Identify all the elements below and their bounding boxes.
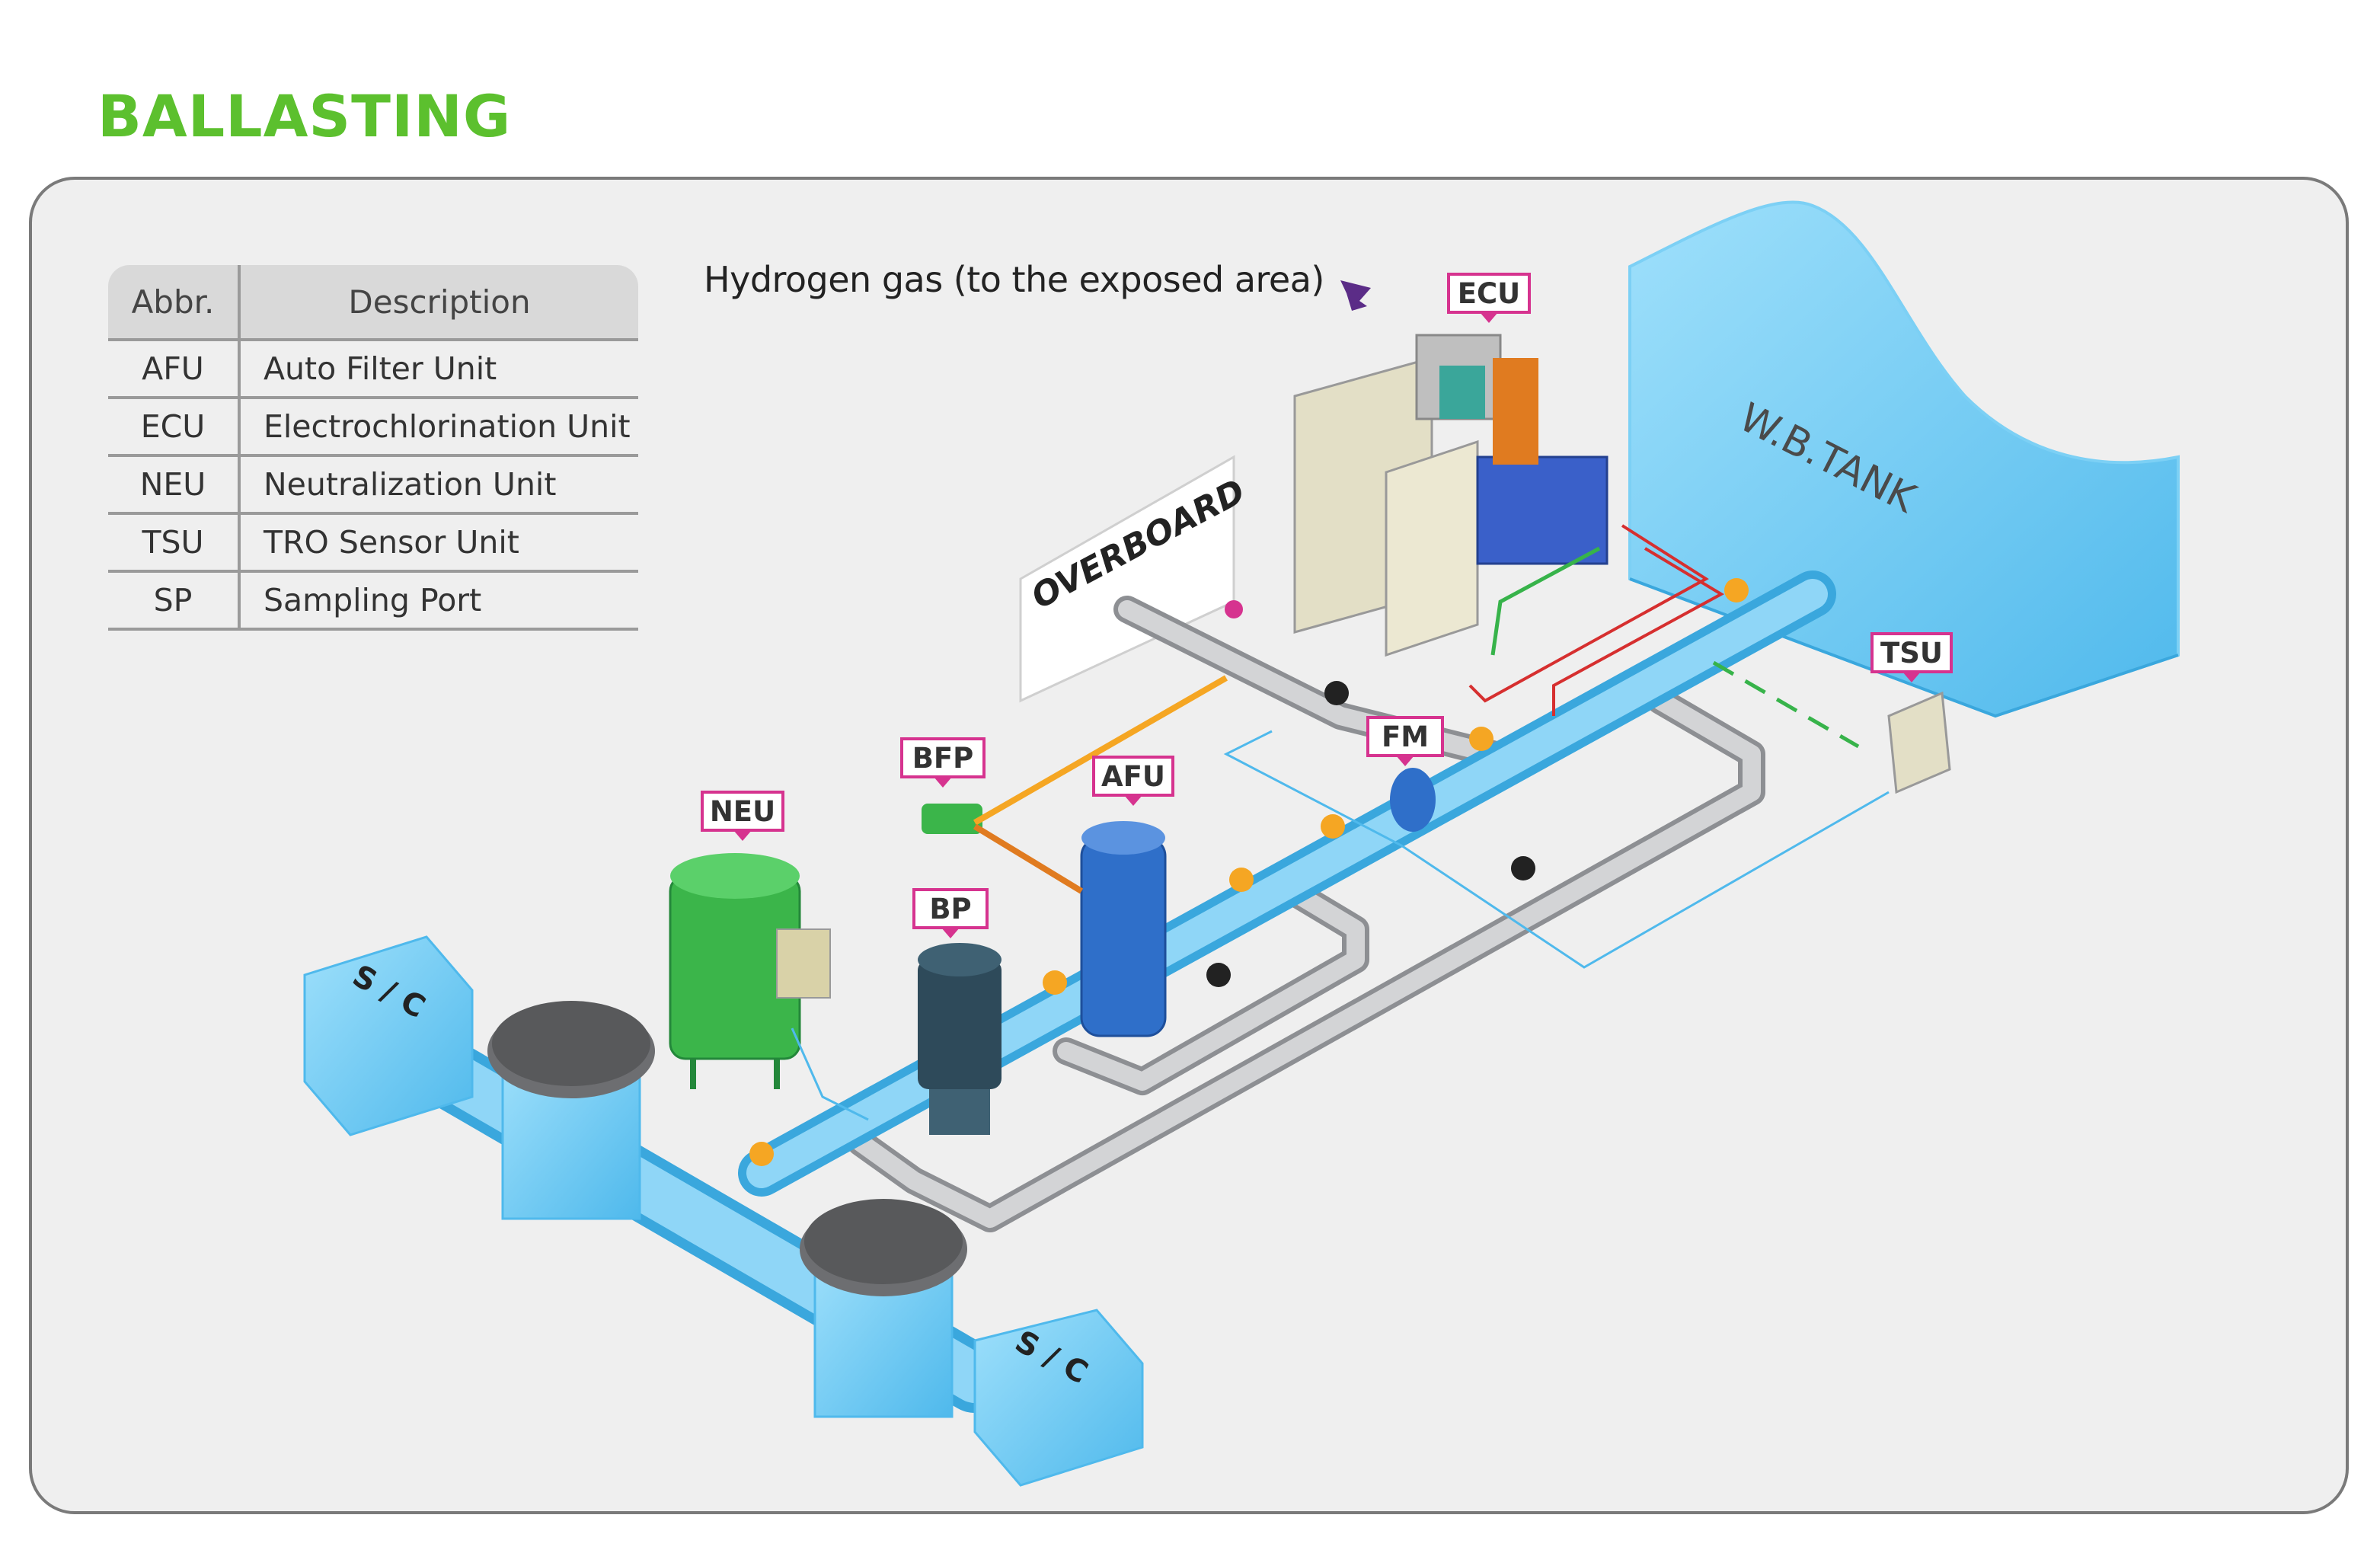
valves [749, 578, 1749, 1166]
table-row: TSU TRO Sensor Unit [108, 513, 638, 573]
tag-tsu-label: TSU [1880, 637, 1943, 670]
tag-bfp-label: BFP [912, 742, 974, 775]
table-header-abbr: Abbr. [108, 265, 241, 341]
valve-orange [1043, 970, 1067, 995]
ecu-unit [1293, 334, 1608, 657]
tag-ecu-label: ECU [1458, 277, 1520, 310]
valve-orange [1724, 578, 1749, 602]
table-row: AFU Auto Filter Unit [108, 340, 638, 399]
tag-bp-label: BP [929, 893, 971, 925]
table-cell-description: Electrochlorination Unit [239, 398, 638, 457]
strainer-left [487, 1001, 655, 1220]
dosing-lines [1468, 524, 1860, 749]
table-header-description: Description [239, 265, 638, 341]
tag-bfp: BFP [900, 737, 986, 788]
table-cell-description: Auto Filter Unit [239, 340, 638, 399]
tag-afu-label: AFU [1101, 760, 1165, 793]
tsu-unit [1887, 691, 1951, 794]
valve-orange [1321, 814, 1345, 839]
table-cell-description: TRO Sensor Unit [239, 513, 638, 573]
table-cell-description: Sampling Port [239, 571, 638, 631]
bfp-unit [922, 675, 1228, 894]
table-cell-abbr: AFU [108, 340, 241, 399]
table-row: SP Sampling Port [108, 571, 638, 631]
valve-black [1324, 681, 1349, 705]
tag-tsu: TSU [1870, 632, 1953, 682]
gray-pipes [847, 596, 1765, 1232]
tag-fm-label: FM [1382, 721, 1429, 753]
sensor-lines [791, 730, 1890, 1121]
flow-meter [1390, 768, 1436, 832]
table-cell-description: Neutralization Unit [239, 455, 638, 515]
valve-black [1511, 856, 1535, 880]
tag-bp: BP [912, 888, 989, 938]
tag-afu: AFU [1092, 756, 1174, 806]
hydrogen-gas-note: Hydrogen gas (to the exposed area) [704, 259, 1324, 300]
afu-unit [1080, 821, 1167, 1037]
tag-neu-label: NEU [710, 795, 775, 828]
page-title: BALLASTING [97, 82, 512, 150]
valve-orange [1469, 727, 1493, 751]
sampling-port [1225, 600, 1243, 618]
table-row: NEU Neutralization Unit [108, 455, 638, 515]
table-row: ECU Electrochlorination Unit [108, 398, 638, 457]
tag-ecu: ECU [1447, 273, 1531, 323]
valve-black [1206, 963, 1231, 987]
tag-fm: FM [1366, 716, 1444, 766]
sea-chest-left: S / C [303, 935, 474, 1136]
ballast-pump [918, 943, 1002, 1135]
table-cell-abbr: SP [108, 571, 241, 631]
table-cell-abbr: NEU [108, 455, 241, 515]
abbreviation-table: Abbr. Description AFU Auto Filter Unit E… [108, 265, 638, 631]
wb-tank: W.B.TANK [1628, 200, 2180, 718]
tag-neu: NEU [701, 791, 784, 841]
table-cell-abbr: ECU [108, 398, 241, 457]
hydrogen-arrow-icon [1340, 280, 1371, 311]
valve-orange [1229, 868, 1254, 892]
neu-unit [669, 853, 831, 1089]
sea-chest-right: S / C [973, 1309, 1144, 1487]
strainer-right [800, 1199, 967, 1418]
table-cell-abbr: TSU [108, 513, 241, 573]
valve-orange [749, 1142, 774, 1166]
